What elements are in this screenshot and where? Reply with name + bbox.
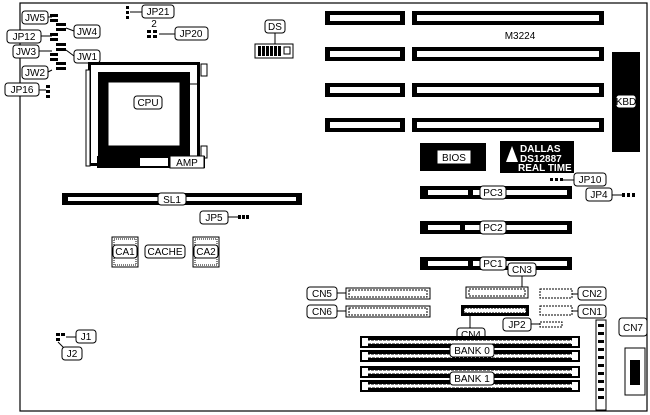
jw1-label: JW1 bbox=[73, 49, 101, 64]
jumper-leader-lines bbox=[39, 16, 75, 91]
j2-jumper: J2 bbox=[57, 341, 83, 361]
svg-text:JP5: JP5 bbox=[205, 213, 223, 224]
svg-text:BIOS: BIOS bbox=[442, 153, 466, 164]
svg-text:CACHE: CACHE bbox=[147, 247, 182, 258]
svg-text:PC3: PC3 bbox=[483, 188, 503, 199]
cache-ca1: CA1 bbox=[111, 236, 139, 268]
jp10-jumper: JP10 bbox=[550, 172, 607, 187]
svg-text:DS12887: DS12887 bbox=[520, 154, 562, 165]
svg-text:CN6: CN6 bbox=[312, 307, 332, 318]
bios-chip: BIOS bbox=[420, 143, 486, 171]
jp2-jumper: JP2 bbox=[502, 317, 563, 332]
svg-text:BANK 0: BANK 0 bbox=[454, 346, 490, 357]
svg-text:JP12: JP12 bbox=[13, 32, 36, 43]
cn6-connector: CN6 bbox=[306, 304, 431, 319]
svg-text:J1: J1 bbox=[81, 332, 92, 343]
svg-text:JP16: JP16 bbox=[11, 85, 34, 96]
svg-text:J2: J2 bbox=[67, 349, 78, 360]
svg-text:JP20: JP20 bbox=[180, 29, 203, 40]
jw2-label: JW2 bbox=[21, 65, 49, 80]
svg-text:JP10: JP10 bbox=[579, 175, 602, 186]
svg-text:JP2: JP2 bbox=[508, 320, 526, 331]
jp20-pin-number: 2 bbox=[151, 19, 157, 30]
cache-label: CACHE bbox=[144, 244, 186, 259]
svg-text:PC1: PC1 bbox=[483, 259, 503, 270]
jp5-jumper: JP5 bbox=[199, 210, 249, 225]
dallas-rtc-chip: DALLAS DS12887 REAL TIME bbox=[500, 141, 574, 174]
ds-dip-switch: DS bbox=[254, 19, 294, 59]
m3224-label: M3224 bbox=[505, 31, 536, 42]
svg-text:JW1: JW1 bbox=[77, 52, 97, 63]
jw3-label: JW3 bbox=[12, 44, 40, 59]
cn3-connector: CN3 bbox=[465, 262, 537, 299]
svg-text:CN1: CN1 bbox=[582, 307, 602, 318]
svg-text:CN7: CN7 bbox=[623, 323, 643, 334]
svg-text:JP4: JP4 bbox=[590, 190, 608, 201]
cpu-label: CPU bbox=[137, 98, 158, 109]
svg-text:CN3: CN3 bbox=[512, 265, 532, 276]
svg-text:JP21: JP21 bbox=[147, 7, 170, 18]
svg-text:KBD: KBD bbox=[616, 97, 637, 108]
jw4-label: JW4 bbox=[73, 24, 101, 39]
jp20-jumper: JP20 bbox=[147, 26, 209, 41]
svg-text:CN5: CN5 bbox=[312, 289, 332, 300]
jp16-label: JP16 bbox=[4, 82, 40, 97]
sl1-slot: SL1 bbox=[62, 192, 302, 206]
svg-text:CN4: CN4 bbox=[461, 330, 481, 341]
io-header-strip bbox=[595, 319, 607, 411]
svg-text:JW5: JW5 bbox=[25, 13, 45, 24]
jp4-jumper: JP4 bbox=[585, 187, 635, 202]
svg-text:CA1: CA1 bbox=[115, 247, 135, 258]
memory-bank-1: BANK 1 bbox=[360, 366, 580, 392]
jw5-label: JW5 bbox=[21, 10, 49, 25]
j1-jumper: J1 bbox=[56, 329, 97, 344]
svg-text:CN2: CN2 bbox=[582, 289, 602, 300]
simm-slots-top bbox=[325, 11, 604, 132]
svg-text:BANK 1: BANK 1 bbox=[454, 374, 490, 385]
svg-text:DALLAS: DALLAS bbox=[520, 144, 561, 155]
cn7-connector: CN7 bbox=[618, 317, 648, 396]
jp12-label: JP12 bbox=[6, 29, 42, 44]
cpu-socket: CPU bbox=[85, 62, 200, 167]
svg-text:AMP: AMP bbox=[176, 158, 198, 169]
jumper-pins-left bbox=[46, 14, 66, 98]
pci-slot-pc2: PC2 bbox=[420, 220, 572, 235]
cn1-connector: CN1 bbox=[539, 304, 607, 319]
memory-bank-0: BANK 0 bbox=[360, 336, 580, 362]
svg-text:SL1: SL1 bbox=[163, 195, 181, 206]
pci-slot-pc3: PC3 bbox=[420, 185, 572, 200]
amp-socket-base: AMP bbox=[97, 155, 205, 169]
svg-text:JW2: JW2 bbox=[25, 68, 45, 79]
svg-text:PC2: PC2 bbox=[483, 223, 503, 234]
pci-slot-pc1: PC1 bbox=[420, 256, 572, 271]
svg-text:JW4: JW4 bbox=[77, 27, 97, 38]
svg-text:CA2: CA2 bbox=[196, 247, 216, 258]
jp21-jumper: JP21 bbox=[126, 4, 175, 19]
cn5-connector: CN5 bbox=[306, 286, 431, 301]
kbd-connector: KBD bbox=[612, 52, 640, 152]
cn2-connector: CN2 bbox=[539, 286, 607, 301]
svg-text:REAL TIME: REAL TIME bbox=[518, 163, 572, 174]
svg-text:JW3: JW3 bbox=[16, 47, 36, 58]
cache-ca2: CA2 bbox=[192, 236, 220, 268]
svg-text:DS: DS bbox=[268, 22, 282, 33]
